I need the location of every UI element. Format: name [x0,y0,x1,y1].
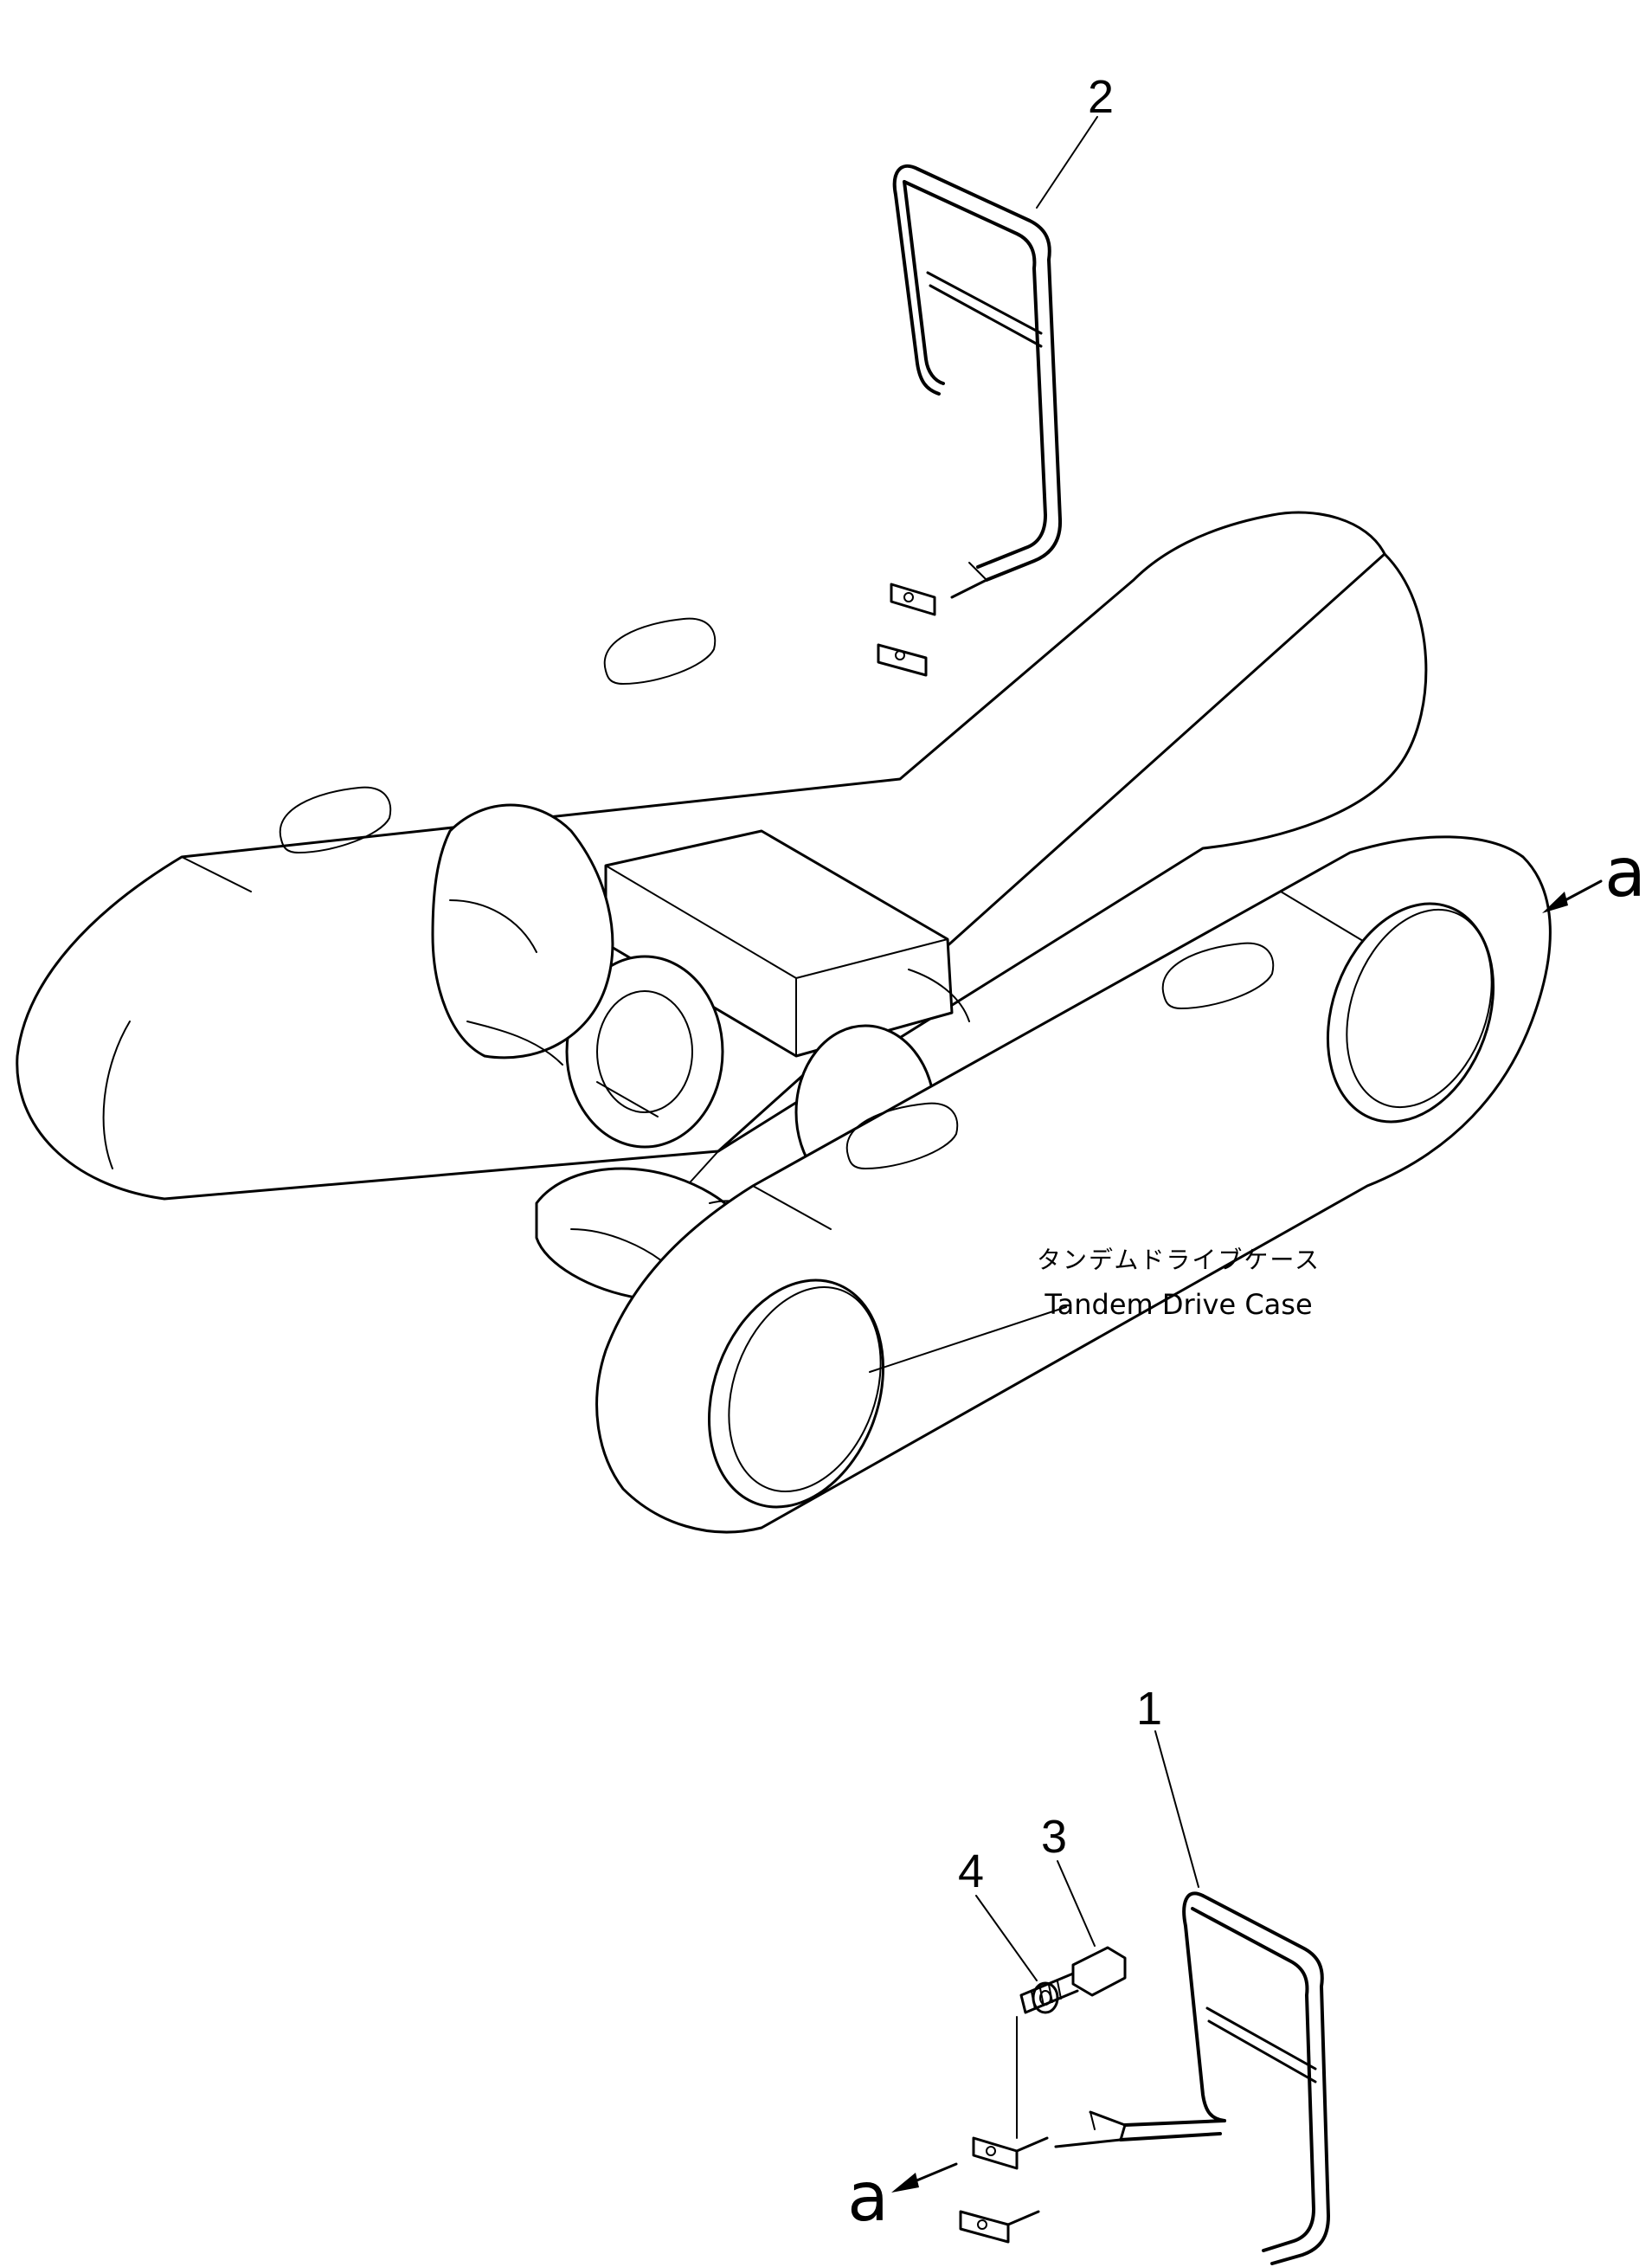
callout-2: 2 [1088,71,1114,123]
view-marker-upper: a [1604,834,1646,912]
washer-4 [1032,1981,1059,2014]
view-arrow-lower [891,2162,958,2193]
callout-1: 1 [1136,1683,1162,1735]
view-arrow-upper [1542,879,1603,913]
component-label-japanese: タンデムドライブケース [1037,1246,1321,1274]
callout-3: 3 [1041,1811,1067,1863]
callout-4: 4 [958,1845,984,1897]
handrail-1 [959,1891,1330,2265]
component-label-english: Tandem Drive Case [1044,1288,1312,1321]
handrail-2 [877,164,1063,677]
view-marker-lower: a [847,2159,889,2237]
right-tandem-drive-case [595,835,1552,1534]
